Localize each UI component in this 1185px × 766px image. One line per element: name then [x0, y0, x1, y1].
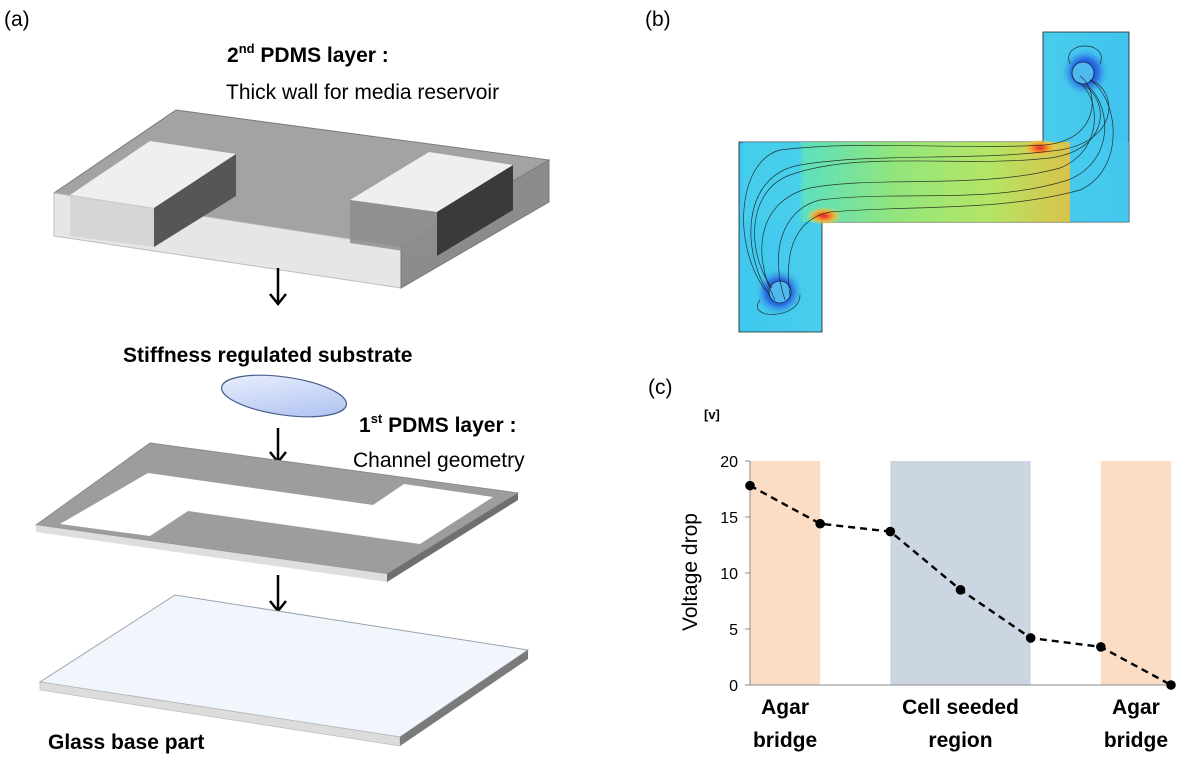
substrate-disc-illustration — [220, 374, 348, 418]
region-label-0-line-0: Agar — [761, 696, 809, 719]
data-point-2 — [885, 526, 896, 537]
data-point-5 — [1096, 642, 1106, 652]
region-label-1-line-0: Cell seeded — [902, 696, 1019, 719]
data-point-1 — [815, 518, 825, 529]
region-label-1-line-1: region — [928, 729, 992, 752]
data-point-0 — [745, 480, 755, 491]
region-label-0-line-1: bridge — [753, 729, 817, 752]
y-tick-label-5: 5 — [729, 622, 738, 639]
region-label-2-line-1: bridge — [1104, 729, 1168, 752]
panel-a-label: (a) — [4, 8, 30, 31]
glass-base-illustration — [38, 594, 530, 747]
region-labels: Agar bridge Cell seeded region Agar bridge — [753, 696, 1168, 752]
down-arrow-2 — [269, 428, 287, 465]
layer1-title: 1st PDMS layer : — [359, 411, 516, 437]
region-bands — [750, 461, 1171, 685]
pdms-layer-1-illustration — [34, 442, 520, 582]
region-band-2 — [1100, 461, 1171, 685]
panel-b-label: (b) — [645, 8, 671, 31]
glass-label: Glass base part — [48, 731, 204, 754]
region-band-0 — [750, 461, 821, 685]
region-band-1 — [890, 461, 1031, 685]
y-tick-label-20: 20 — [720, 454, 738, 471]
pdms-layer-2-illustration — [52, 109, 551, 289]
layer1-description: Channel geometry — [353, 449, 525, 472]
y-tick-label-0: 0 — [729, 678, 738, 695]
down-arrow-1 — [269, 268, 287, 307]
voltage-series — [745, 480, 1176, 690]
layer2-title: 2nd PDMS layer : — [227, 41, 389, 67]
y-tick-label-15: 15 — [720, 510, 738, 527]
simulation-field-map — [738, 31, 1130, 333]
data-point-4 — [1025, 633, 1036, 643]
layer2-description: Thick wall for media reservoir — [226, 81, 499, 104]
y-tick-label-10: 10 — [720, 566, 738, 583]
down-arrow-3 — [269, 575, 287, 614]
data-point-3 — [955, 585, 966, 595]
substrate-label: Stiffness regulated substrate — [123, 344, 412, 367]
y-axis-title: Voltage drop — [679, 513, 702, 631]
unit-label: [v] — [704, 407, 720, 422]
region-label-2-line-0: Agar — [1112, 696, 1160, 719]
data-point-6 — [1166, 680, 1176, 690]
panel-c-label: (c) — [648, 376, 673, 399]
